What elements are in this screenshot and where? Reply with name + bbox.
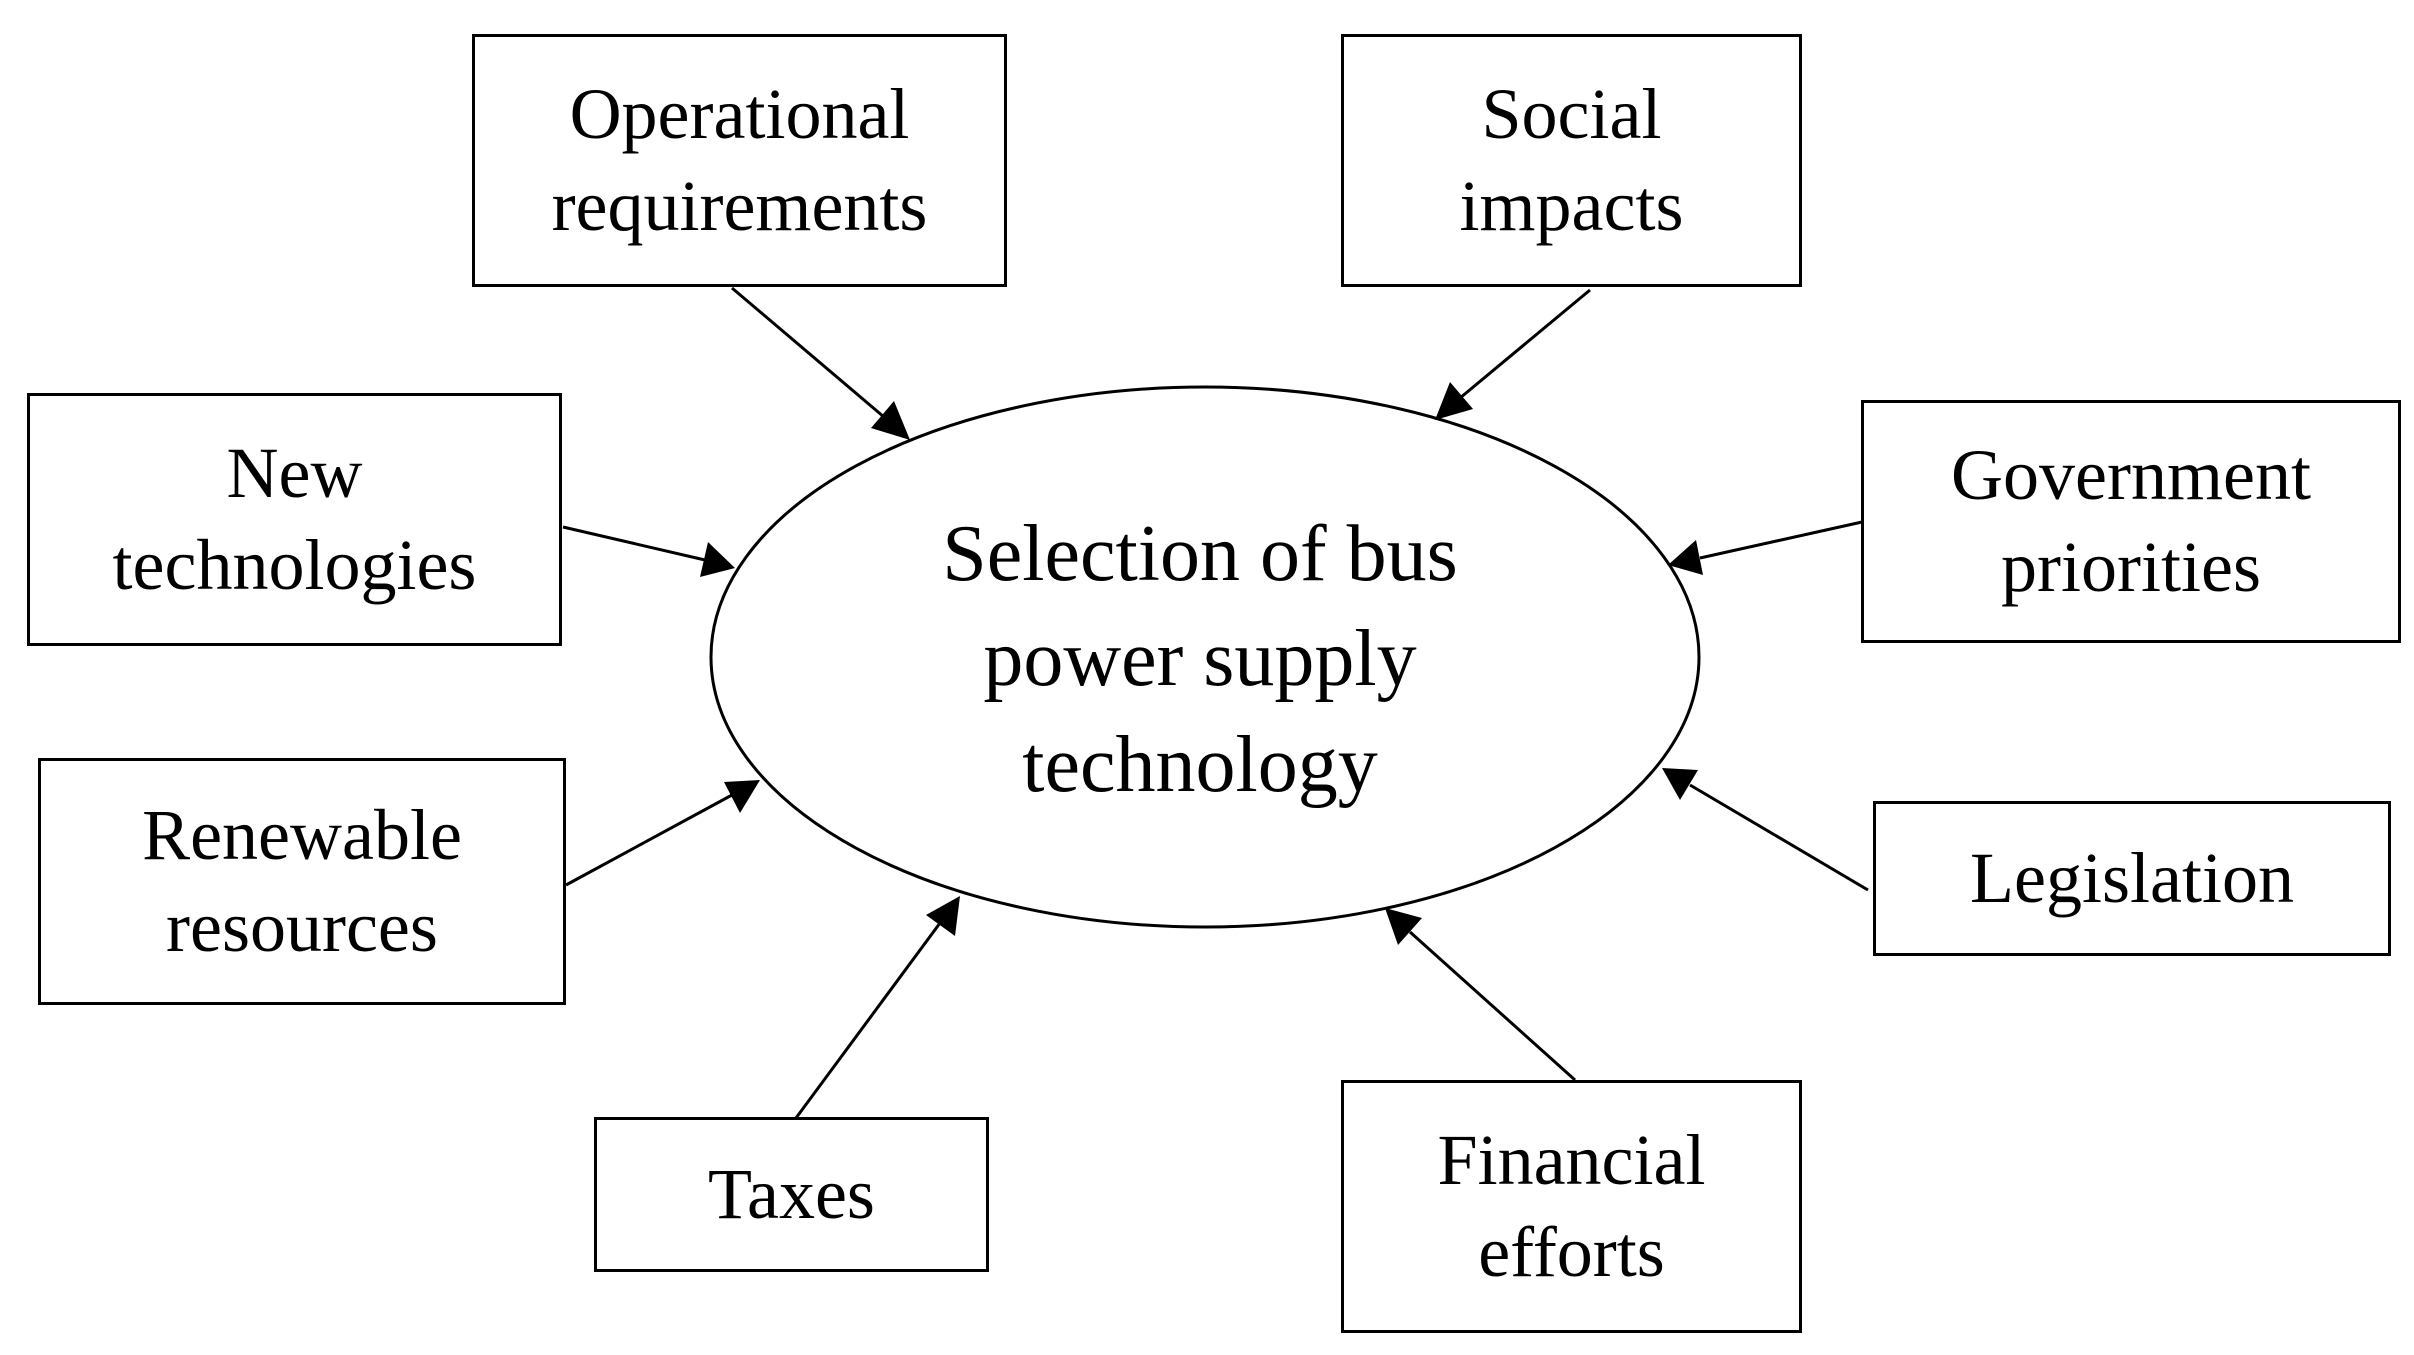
center-line-3: technology <box>1022 720 1378 809</box>
center-label: Selection of bus power supply technology <box>760 490 1640 830</box>
box-social-impacts: Social impacts <box>1341 34 1802 287</box>
arrow-new-technologies <box>562 525 735 577</box>
box-taxes-line-1: Taxes <box>708 1153 875 1234</box>
box-renewable-resources-line-1: Renewable <box>142 795 462 876</box>
box-government-priorities: Government priorities <box>1861 400 2401 643</box>
box-social-impacts-line-1: Social <box>1481 74 1662 155</box>
arrow-renewable-resources <box>565 780 760 887</box>
box-social-impacts-line-2: impacts <box>1459 165 1684 246</box>
box-financial-efforts-line-1: Financial <box>1437 1120 1706 1201</box>
arrow-legislation <box>1662 768 1869 892</box>
center-line-2: power supply <box>983 615 1417 704</box>
arrow-operational-requirements <box>731 286 910 440</box>
box-new-technologies-line-2: technologies <box>112 524 477 605</box>
box-new-technologies-line-1: New <box>226 433 363 514</box>
box-renewable-resources-line-2: resources <box>166 886 438 967</box>
box-financial-efforts: Financial efforts <box>1341 1080 1802 1333</box>
box-taxes: Taxes <box>594 1117 989 1272</box>
box-legislation: Legislation <box>1873 801 2391 956</box>
arrow-social-impacts <box>1435 288 1591 420</box>
arrow-taxes <box>794 896 960 1119</box>
box-legislation-line-1: Legislation <box>1970 837 2294 918</box>
box-new-technologies: New technologies <box>27 393 562 646</box>
box-operational-requirements-line-1: Operational <box>569 74 910 155</box>
box-government-priorities-line-2: priorities <box>2001 526 2261 607</box>
box-financial-efforts-line-2: efforts <box>1478 1211 1665 1292</box>
box-renewable-resources: Renewable resources <box>38 758 566 1005</box>
box-operational-requirements: Operational requirements <box>472 34 1007 287</box>
center-line-1: Selection of bus <box>942 509 1458 598</box>
box-operational-requirements-line-2: requirements <box>551 165 928 246</box>
center-ellipse <box>709 385 1701 929</box>
arrow-financial-efforts <box>1385 908 1577 1082</box>
arrow-government-priorities <box>1668 520 1863 575</box>
box-government-priorities-line-1: Government <box>1951 435 2311 516</box>
